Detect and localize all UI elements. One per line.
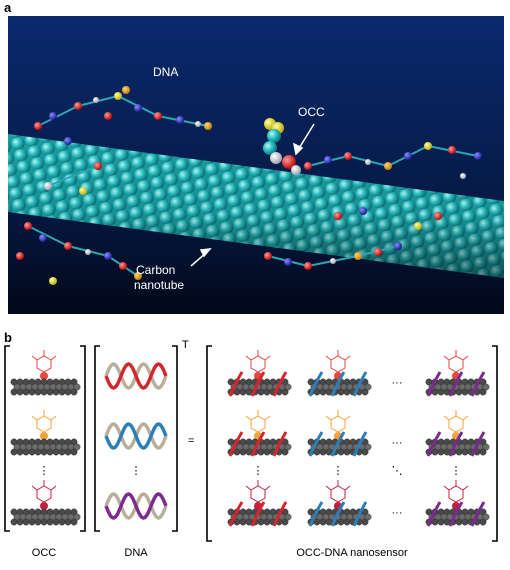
occ-column: ⋮	[10, 350, 81, 526]
occ-molecule-icon	[31, 480, 57, 510]
nanotube-tile	[425, 508, 490, 526]
occ-label: OCC	[298, 105, 325, 119]
dna-wrap-icon	[228, 431, 288, 457]
dna-wrap-icon	[426, 431, 486, 457]
occ-molecule	[263, 118, 301, 175]
transpose-mark: T	[182, 339, 189, 351]
nanotube-arrow	[190, 248, 212, 267]
equals-sign: =	[188, 435, 194, 447]
dna-wrap-icon	[426, 371, 486, 397]
caption-occ: OCC	[32, 547, 57, 559]
grid-vertical-ellipsis: ⋮	[253, 465, 264, 477]
dna-wrap-icon	[426, 501, 486, 527]
nanotube-label-line1: Carbon	[136, 263, 175, 277]
dna-strand-right	[264, 142, 482, 270]
nanotube-tile	[10, 378, 81, 396]
dna-vertical-ellipsis: ⋮	[131, 465, 142, 477]
dna-wrap-icon	[308, 501, 368, 527]
occ-molecule-icon	[325, 410, 351, 440]
dna-wrap-icon	[228, 371, 288, 397]
panel-b-label: b	[4, 330, 12, 345]
occ-molecule-icon	[443, 480, 469, 510]
molecular-render-scene: DNA OCC Carbon nanotube	[8, 16, 504, 314]
occ-vertical-ellipsis: ⋮	[39, 465, 50, 477]
dna-helix-icon	[104, 422, 168, 450]
dna-label: DNA	[153, 65, 178, 79]
carbon-nanotube	[8, 134, 504, 278]
dna-column: ⋮	[104, 362, 168, 520]
occ-molecule-icon	[325, 350, 351, 380]
sensor-matrix-figure: T = ⋮ ⋮ ··· ··· ··· ⋮ ⋮ ⋮ ⋱ OCC DNA OCC-DNA na…	[0, 336, 510, 570]
row-horizontal-ellipsis: ···	[392, 377, 403, 389]
nanotube-tile	[307, 378, 372, 396]
caption-nanosensor: OCC-DNA nanosensor	[296, 547, 408, 559]
nanotube-label-line2: nanotube	[134, 278, 184, 292]
caption-dna: DNA	[124, 547, 148, 559]
grid-vertical-ellipsis: ⋮	[333, 465, 344, 477]
occ-molecule-icon	[31, 410, 57, 440]
occ-molecule-icon	[245, 480, 271, 510]
row-horizontal-ellipsis: ···	[392, 437, 403, 449]
occ-molecule-icon	[443, 410, 469, 440]
nanotube-tile	[227, 438, 292, 456]
dna-wrap-icon	[308, 371, 368, 397]
panel-a-label: a	[4, 0, 12, 15]
dna-wrap-icon	[228, 501, 288, 527]
occ-molecule-icon	[325, 480, 351, 510]
grid-diagonal-ellipsis: ⋱	[392, 465, 403, 477]
occ-molecule-icon	[245, 350, 271, 380]
dna-wrap-icon	[308, 431, 368, 457]
nanotube-tile	[10, 438, 81, 456]
row-horizontal-ellipsis: ···	[392, 507, 403, 519]
dna-strand-left	[16, 86, 212, 285]
matrix-brackets	[4, 345, 498, 542]
occ-molecule-icon	[245, 410, 271, 440]
nanotube-tile	[10, 508, 81, 526]
grid-vertical-ellipsis: ⋮	[451, 465, 462, 477]
occ-molecule-icon	[443, 350, 469, 380]
occ-molecule-icon	[31, 350, 57, 380]
nanosensor-grid: ··· ··· ··· ⋮ ⋮ ⋮ ⋱	[227, 350, 490, 527]
occ-arrow	[292, 123, 315, 156]
dna-helix-icon	[104, 492, 168, 520]
dna-helix-icon	[104, 362, 168, 390]
